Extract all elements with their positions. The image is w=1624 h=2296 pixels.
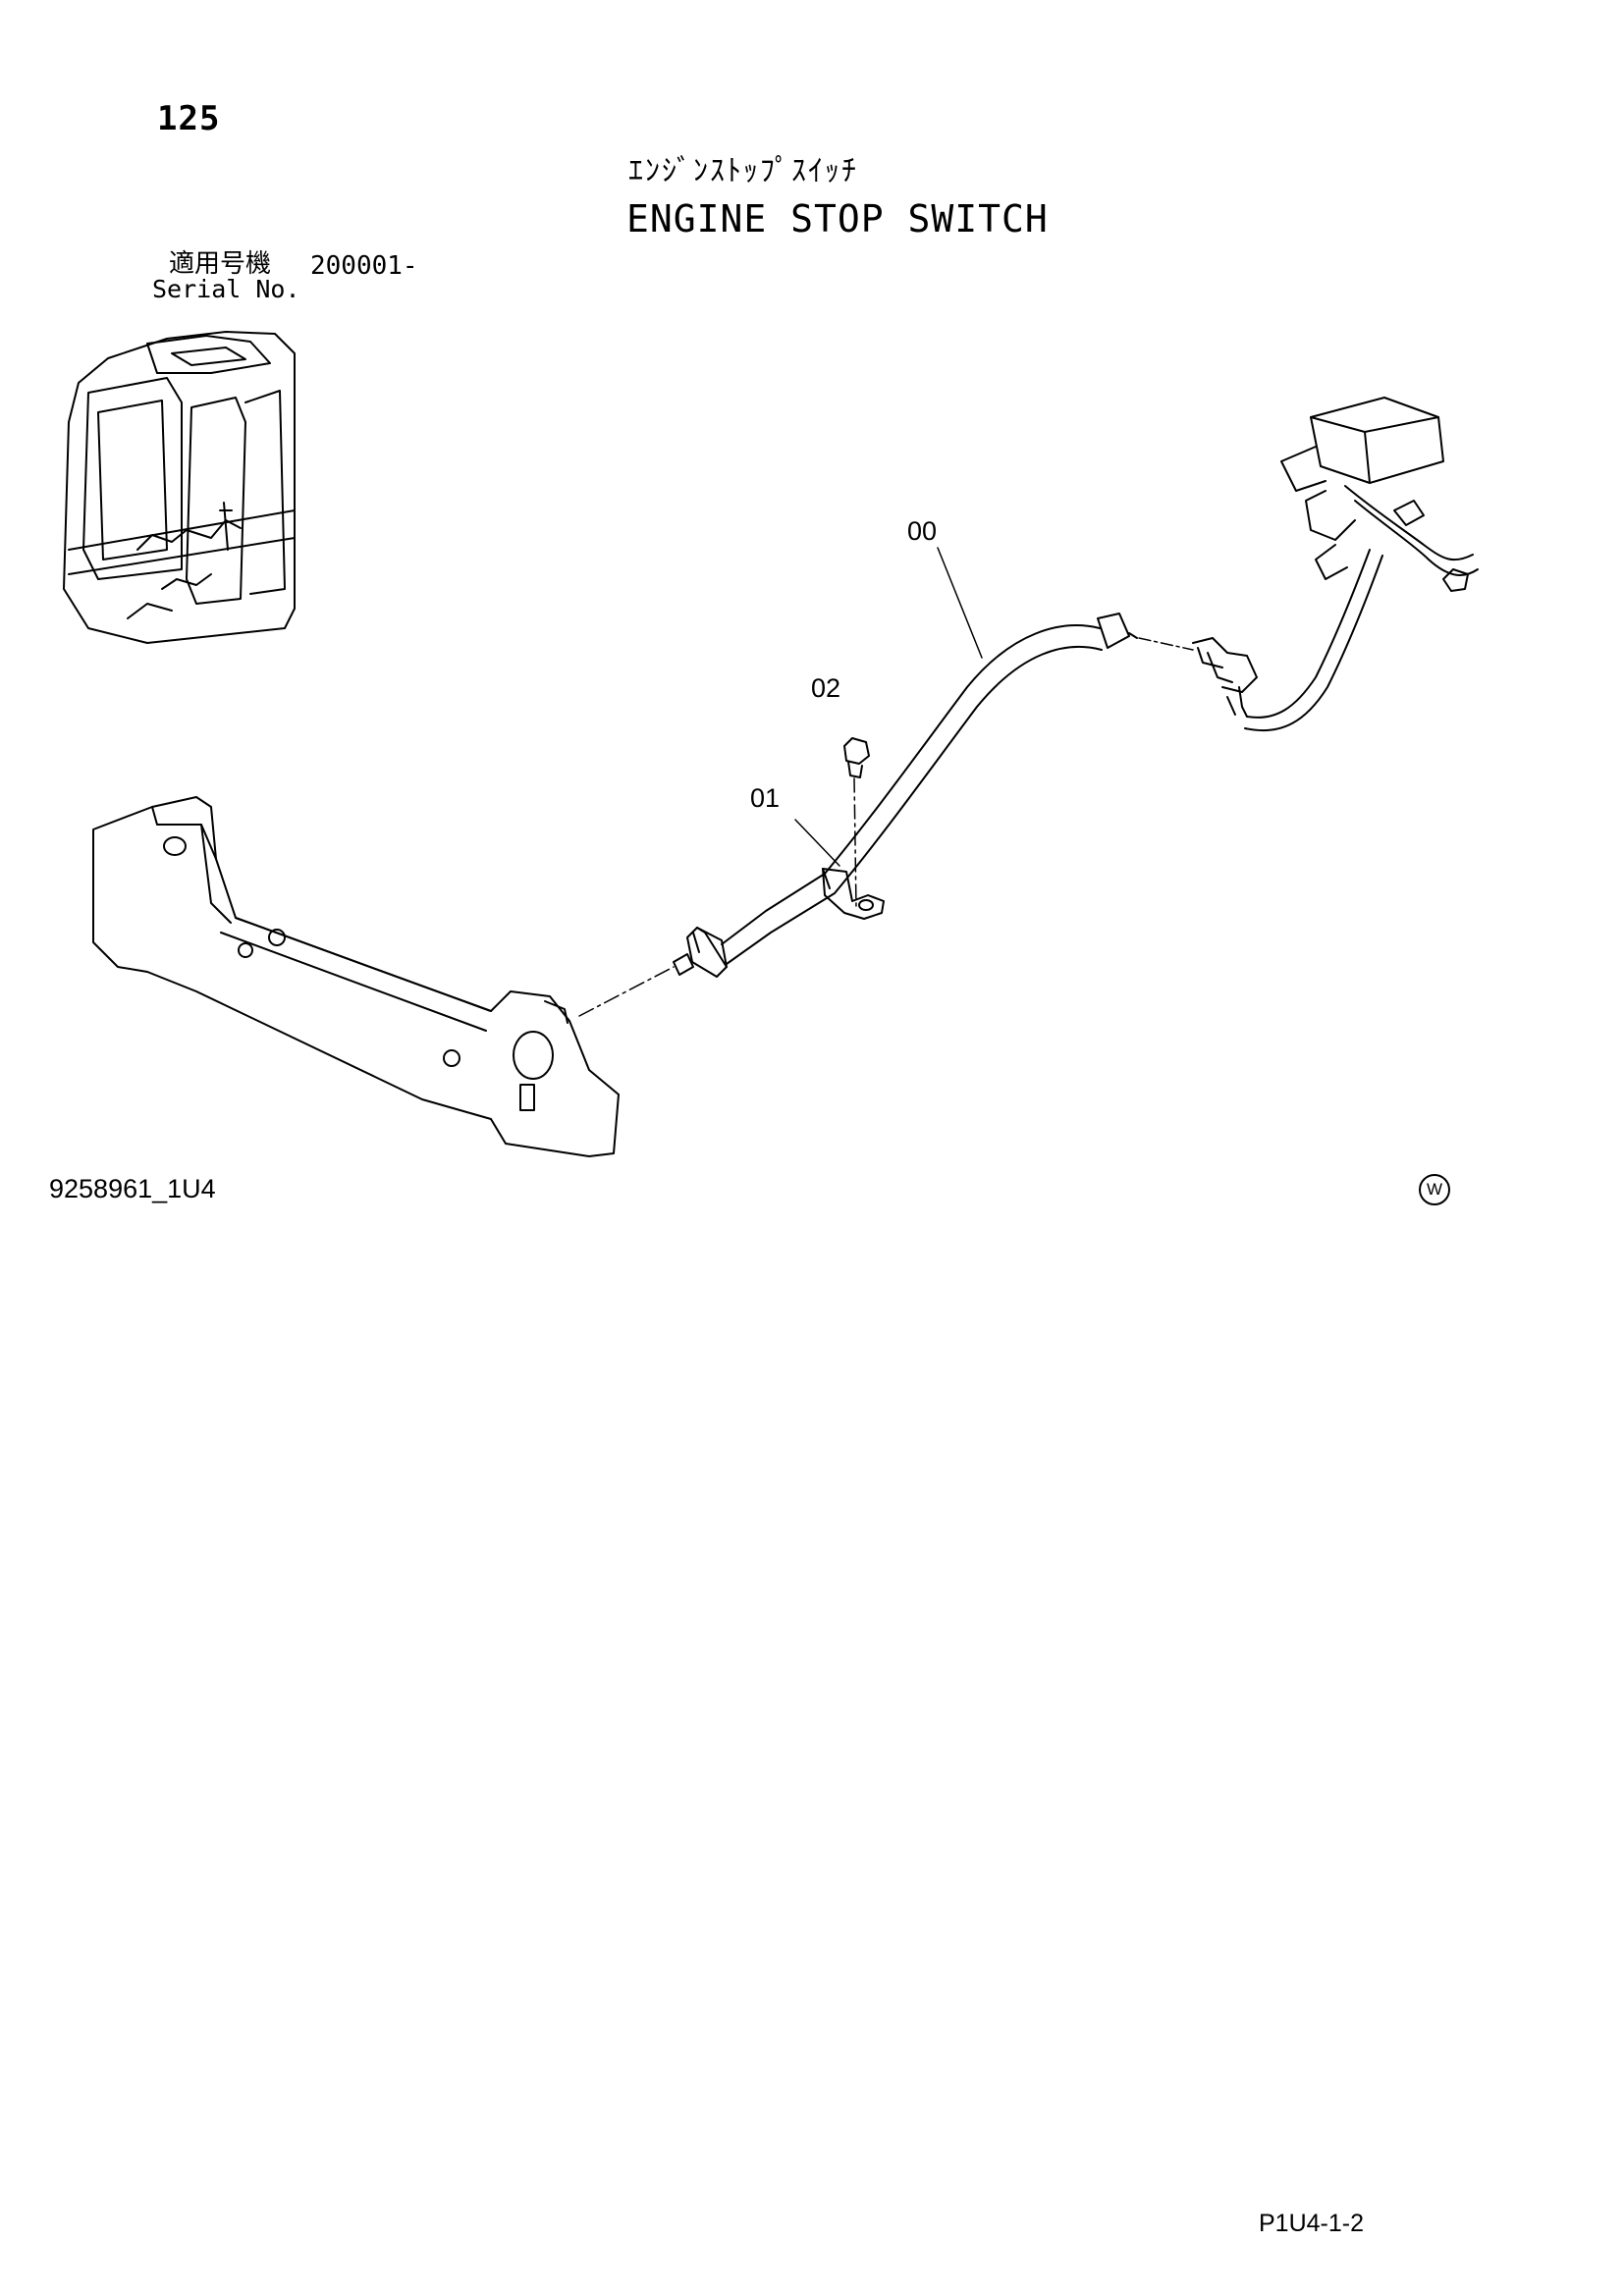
callout-01: 01 [750, 783, 780, 813]
serial-value: 200001- [310, 251, 418, 281]
callout-00: 00 [907, 516, 937, 546]
leader-line-01 [794, 819, 840, 867]
harness-cable [721, 613, 1138, 965]
page-code: P1U4-1-2 [1259, 2210, 1364, 2237]
cable-clamp [822, 868, 885, 920]
page-number: 125 [157, 99, 221, 138]
serial-label-english: Serial No. [152, 275, 300, 303]
drawing-number: 9258961_1U4 [49, 1174, 216, 1203]
bolt [843, 737, 870, 909]
manufacturer-mark: W [1419, 1174, 1450, 1205]
title-japanese: ｴﾝｼﾞﾝｽﾄｯﾌﾟｽｲｯﾁ [628, 154, 858, 188]
switch-body [673, 927, 728, 978]
title-english: ENGINE STOP SWITCH [626, 197, 1049, 240]
serial-label-japanese: 適用号機 [169, 249, 272, 279]
cab-inset-illustration [63, 331, 296, 644]
leader-line-00 [937, 547, 983, 659]
parts-diagram: 00 02 01 [63, 331, 1479, 1157]
console-panel [92, 796, 620, 1157]
main-wire-harness [1192, 397, 1479, 732]
connector-center-line [1138, 637, 1194, 651]
callout-02: 02 [811, 673, 840, 703]
assembly-center-line [578, 966, 675, 1017]
